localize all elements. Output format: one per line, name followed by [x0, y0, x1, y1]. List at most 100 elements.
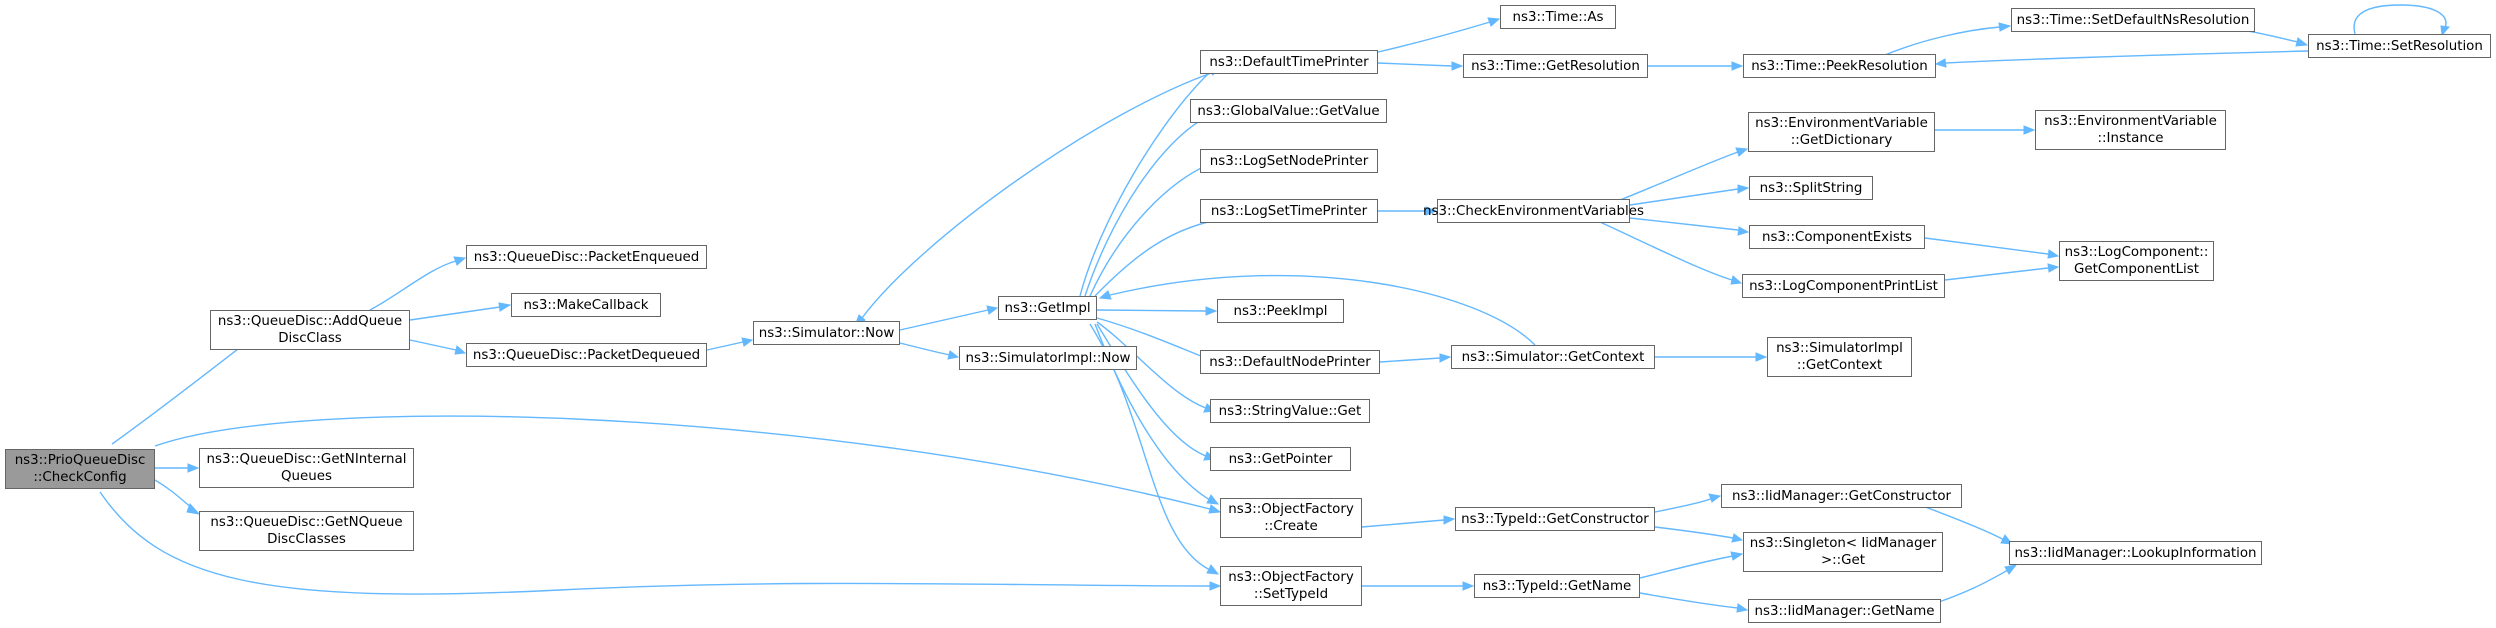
edge-addqueue-pktdeq	[409, 339, 457, 351]
node-time-peekresolution[interactable]: ns3::Time::PeekResolution	[1743, 54, 1936, 78]
edge-compexists-logcomplist	[1924, 237, 2049, 255]
node-label-line: ::Create	[1264, 519, 1318, 534]
arrow-head	[1451, 61, 1464, 71]
edge-typeidctor-singleton	[1654, 526, 1734, 539]
node-typeid-getname[interactable]: ns3::TypeId::GetName	[1474, 574, 1640, 598]
node-environmentvariable-getdictionary[interactable]: ns3::EnvironmentVariable ::GetDictionary	[1748, 112, 1935, 152]
node-objectfactory-create[interactable]: ns3::ObjectFactory ::Create	[1220, 498, 1362, 538]
arrow-head	[1730, 275, 1743, 285]
edge-checkenv-compexists	[1629, 217, 1739, 231]
node-label-line: ns3::Time::SetResolution	[2316, 38, 2483, 54]
node-label-line: ns3::Time::PeekResolution	[1751, 58, 1928, 74]
arrow-head	[1209, 581, 1222, 591]
node-iidmanager-lookupinformation[interactable]: ns3::IidManager::LookupInformation	[2009, 541, 2262, 565]
node-queuedisc-addqueuediscclass[interactable]: ns3::QueueDisc::AddQueue DiscClass	[210, 310, 410, 350]
node-queuedisc-packetdequeued[interactable]: ns3::QueueDisc::PacketDequeued	[466, 343, 707, 367]
arrow-head	[2295, 37, 2309, 47]
node-label-line: DiscClasses	[267, 532, 346, 547]
node-time-as[interactable]: ns3::Time::As	[1500, 5, 1616, 29]
node-label-line: ns3::QueueDisc::PacketEnqueued	[473, 249, 700, 265]
node-label-line: ns3::QueueDisc::AddQueue	[217, 314, 403, 329]
node-objectfactory-settypeid[interactable]: ns3::ObjectFactory ::SetTypeId	[1220, 566, 1362, 606]
arrow-head	[1731, 61, 1744, 71]
node-getimpl[interactable]: ns3::GetImpl	[998, 296, 1097, 320]
node-simulator-getcontext[interactable]: ns3::Simulator::GetContext	[1451, 345, 1655, 369]
node-typeid-getconstructor[interactable]: ns3::TypeId::GetConstructor	[1455, 507, 1655, 531]
node-logsetnodeprinter[interactable]: ns3::LogSetNodePrinter	[1200, 149, 1378, 173]
edge-simnow-getimpl	[899, 309, 989, 331]
node-logcomponent-getcomponentlist[interactable]: ns3::LogComponent:: GetComponentList	[2059, 241, 2214, 281]
arrow-head	[453, 256, 467, 266]
edge-typeidname-iidname	[1639, 592, 1739, 609]
edge-getimpl-getptr	[1096, 323, 1207, 457]
node-queuedisc-getninternalqueues[interactable]: ns3::QueueDisc::GetNInternal Queues	[199, 448, 414, 488]
node-simulator-now[interactable]: ns3::Simulator::Now	[753, 321, 900, 345]
node-label-line: ns3::QueueDisc::GetNQueue	[210, 515, 403, 530]
node-label-line: ::CheckConfig	[33, 470, 127, 485]
node-label-line: GetComponentList	[2073, 262, 2199, 277]
node-label-line: ns3::LogSetTimePrinter	[1210, 203, 1368, 219]
node-queuedisc-packetenqueued[interactable]: ns3::QueueDisc::PacketEnqueued	[466, 245, 707, 269]
node-simulatorimpl-now[interactable]: ns3::SimulatorImpl::Now	[959, 346, 1137, 370]
node-logsettimeprinter[interactable]: ns3::LogSetTimePrinter	[1200, 199, 1378, 223]
node-label-line: ns3::PeekImpl	[1233, 303, 1328, 319]
node-globalvalue-getvalue[interactable]: ns3::GlobalValue::GetValue	[1190, 99, 1387, 123]
node-singleton-iidmanager-get[interactable]: ns3::Singleton< IidManager >::Get	[1743, 532, 1943, 572]
edge-getimpl-peekimpl	[1096, 309, 1207, 312]
node-splitstring[interactable]: ns3::SplitString	[1749, 176, 1873, 200]
node-label-line: ns3::GetImpl	[1004, 300, 1091, 316]
arrow-head	[454, 345, 467, 355]
node-label-line: ns3::Time::GetResolution	[1471, 58, 1640, 74]
node-stringvalue-get[interactable]: ns3::StringValue::Get	[1210, 399, 1370, 423]
node-logcomponentprintlist[interactable]: ns3::LogComponentPrintList	[1742, 274, 1945, 298]
node-label-line: ns3::ComponentExists	[1761, 229, 1913, 245]
arrow-head	[2047, 249, 2060, 259]
edge-logcompprint-logcomplist	[1944, 267, 2049, 281]
arrow-head	[1737, 184, 1750, 194]
node-label-line: ns3::LogComponent::	[2064, 245, 2209, 260]
arrow-head	[1998, 22, 2012, 32]
node-label-line: DiscClass	[278, 331, 342, 346]
node-label-line: ns3::Simulator::GetContext	[1461, 349, 1645, 365]
arrow-head	[1206, 494, 1220, 505]
arrow-head	[1735, 147, 1749, 157]
node-defaulttimeprinter[interactable]: ns3::DefaultTimePrinter	[1200, 50, 1378, 74]
edge-defnode-simgetctx	[1379, 357, 1441, 363]
node-label-line: ns3::Singleton< IidManager	[1749, 536, 1937, 551]
node-label-line: ns3::PrioQueueDisc	[14, 453, 146, 468]
node-queuedisc-getnqueuediscclasses[interactable]: ns3::QueueDisc::GetNQueue DiscClasses	[199, 511, 414, 551]
node-iidmanager-getname[interactable]: ns3::IidManager::GetName	[1748, 599, 1941, 623]
node-label-line: ns3::EnvironmentVariable	[1755, 116, 1928, 131]
arrow-head	[1462, 581, 1475, 591]
node-makecallback[interactable]: ns3::MakeCallback	[511, 293, 661, 317]
node-simulatorimpl-getcontext[interactable]: ns3::SimulatorImpl ::GetContext	[1767, 337, 1912, 377]
node-label-line: ::SetTypeId	[1253, 587, 1329, 602]
node-checkenvironmentvariables[interactable]: ns3::CheckEnvironmentVariables	[1423, 199, 1644, 223]
node-prioqueuedisc-checkconfig[interactable]: ns3::PrioQueueDisc ::CheckConfig	[5, 449, 155, 489]
node-defaultnodeprinter[interactable]: ns3::DefaultNodePrinter	[1200, 350, 1380, 374]
edge-peekres-setdefns	[1879, 26, 2001, 58]
node-time-setresolution[interactable]: ns3::Time::SetResolution	[2308, 34, 2491, 58]
edge-iidname-iidlookup	[1929, 569, 2009, 606]
arrow-head	[1731, 533, 1744, 543]
arrow-head	[1737, 226, 1750, 236]
arrow-head	[1755, 352, 1768, 362]
arrow-head	[1098, 290, 1112, 300]
node-time-setdefaultnsresolution[interactable]: ns3::Time::SetDefaultNsResolution	[2011, 8, 2255, 32]
node-label-line: ns3::QueueDisc::GetNInternal	[206, 452, 407, 467]
node-componentexists[interactable]: ns3::ComponentExists	[1749, 225, 1925, 249]
node-label-line: ns3::Simulator::Now	[758, 325, 895, 341]
node-peekimpl[interactable]: ns3::PeekImpl	[1217, 299, 1344, 323]
node-iidmanager-getconstructor[interactable]: ns3::IidManager::GetConstructor	[1721, 484, 1962, 508]
node-environmentvariable-instance[interactable]: ns3::EnvironmentVariable ::Instance	[2035, 110, 2226, 150]
arrow-head	[1206, 564, 1220, 575]
arrow-head	[2047, 263, 2060, 273]
node-label-line: ns3::Time::As	[1512, 9, 1604, 25]
node-label-line: ns3::QueueDisc::PacketDequeued	[472, 347, 701, 363]
edge-typeidname-singleton	[1639, 555, 1734, 579]
arrow-head	[986, 305, 999, 315]
node-getpointer[interactable]: ns3::GetPointer	[1210, 447, 1351, 471]
edge-getimpl-globalval	[1084, 114, 1211, 297]
node-time-getresolution[interactable]: ns3::Time::GetResolution	[1463, 54, 1648, 78]
edge-getimpl-defnode	[1096, 317, 1207, 359]
